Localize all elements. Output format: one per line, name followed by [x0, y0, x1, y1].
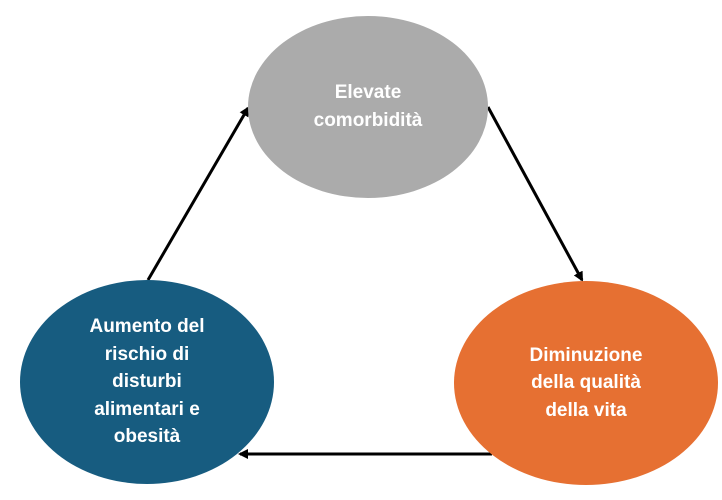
node-diminuzione-qualita-vita: Diminuzione della qualità della vita [454, 281, 718, 485]
node-left-label: Aumento del rischio di disturbi alimenta… [89, 316, 205, 448]
node-top-label: Elevate comorbidità [313, 82, 423, 131]
node-aumento-rischio-disturbi: Aumento del rischio di disturbi alimenta… [20, 280, 274, 484]
node-right-label: Diminuzione della qualità della vita [529, 344, 643, 421]
arrow-top-to-right [486, 106, 584, 282]
node-elevate-comorbidita: Elevate comorbidità [248, 16, 488, 198]
arrow-left-to-top [146, 106, 250, 281]
